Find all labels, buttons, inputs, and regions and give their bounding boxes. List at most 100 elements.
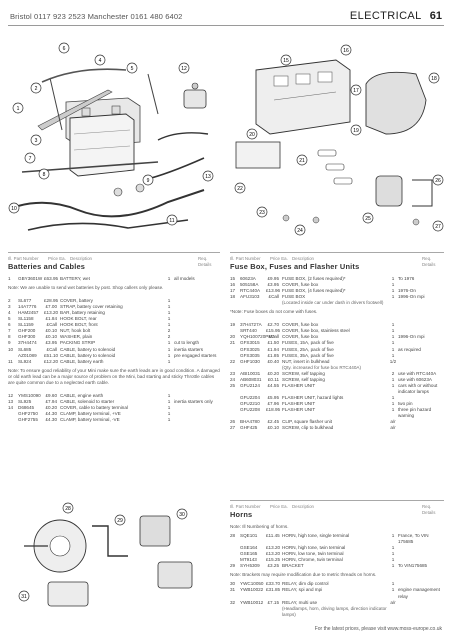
- callout-label-4: 4: [99, 58, 102, 64]
- callout-11: [166, 214, 178, 226]
- price: £7.94: [45, 398, 58, 404]
- part-number: RTC440A: [240, 288, 261, 294]
- description: HORN, high tone, twin terminal: [282, 545, 346, 551]
- ref-number: 6: [8, 322, 11, 328]
- price: £18.95: [266, 406, 281, 412]
- description: COVER, fuse box: [282, 322, 319, 328]
- price: £31.85: [266, 587, 281, 593]
- callouts-horns: 28 29 30 31: [18, 502, 188, 602]
- details: 1996-On mpi: [398, 334, 425, 340]
- ref-number: 16: [230, 282, 236, 288]
- price: £2.45: [267, 419, 280, 425]
- callout-label-12: 12: [181, 66, 187, 72]
- fusebox-diagram: 15 16 17 18 19 20 21 22 23 24 25 26 27: [226, 30, 446, 242]
- callout-7: [24, 152, 36, 164]
- page-header: ELECTRICAL 61: [350, 10, 442, 22]
- part-number: SYH5309: [240, 563, 260, 569]
- quantity: 1: [167, 310, 171, 316]
- callout-3: [30, 134, 42, 146]
- part-number: SL924: [18, 358, 32, 364]
- description: COVER, battery: [60, 298, 93, 304]
- callout-label-20: 20: [249, 132, 255, 138]
- callout-10: [8, 202, 20, 214]
- price: £0.20: [45, 404, 58, 410]
- callout-8: [38, 168, 50, 180]
- col-price: Price Ea.: [270, 504, 288, 509]
- col-price: Price Ea.: [270, 256, 288, 261]
- description: FLASHER UNIT, hazard lights: [282, 394, 344, 400]
- quantity: 1: [167, 392, 171, 398]
- callout-27: [432, 220, 444, 232]
- quantity: a/r: [390, 419, 396, 425]
- quantity: 1: [391, 346, 395, 352]
- callout-label-3: 3: [35, 138, 38, 144]
- callout-label-2: 2: [35, 86, 38, 92]
- part-number: D68645: [18, 404, 35, 410]
- ref-number: 11: [8, 358, 13, 364]
- ref-number: 13: [8, 398, 14, 404]
- details: cars with or without indicator lamps: [398, 382, 438, 394]
- header-rule: [8, 25, 444, 26]
- callout-label-6: 6: [63, 46, 66, 52]
- details: inertia starters only: [174, 398, 213, 404]
- price: £15.25: [266, 557, 281, 563]
- callout-label-5: 5: [131, 66, 134, 72]
- part-number: GSE165: [240, 551, 258, 557]
- callout-6: [58, 42, 70, 54]
- callout-label-11: 11: [169, 218, 174, 224]
- description: HOOK BOLT, rear: [60, 316, 97, 322]
- description: BRACKET: [282, 563, 304, 569]
- ref-number: 32: [230, 599, 236, 605]
- ref-number: 26: [230, 419, 236, 425]
- quantity: 1: [167, 276, 171, 282]
- col-ref-part: Ill. Part Number: [230, 256, 261, 261]
- description: (Qty. increased for fuse box RTC440A): [282, 364, 361, 370]
- callout-label-15: 15: [283, 58, 289, 64]
- description: HORN, low tone, twin terminal: [282, 551, 344, 557]
- part-number: AFU3103: [240, 294, 260, 300]
- ref-number: 12: [8, 392, 14, 398]
- price: £4.30: [45, 410, 58, 416]
- quantity: 1: [391, 276, 395, 282]
- quantity: 1: [391, 340, 395, 346]
- description: HORN, Chrome, twin terminal: [282, 557, 343, 563]
- quantity: 1: [167, 298, 171, 304]
- description: CLAMP, battery terminal, +VE: [60, 410, 121, 416]
- callout-12: [178, 62, 190, 74]
- part-number: GBY3601W: [18, 276, 43, 282]
- page-number: 61: [429, 10, 442, 22]
- price: £Call: [268, 294, 279, 300]
- quantity: 1: [167, 352, 171, 358]
- price: £1.85: [267, 352, 280, 358]
- callout-22: [234, 182, 246, 194]
- quantity: 1: [391, 545, 395, 551]
- details: To VIN175685: [398, 563, 428, 569]
- ref-number: 5: [8, 316, 11, 322]
- footer-note: For the latest prices, please visit www.…: [314, 626, 442, 632]
- part-number: AB608031: [240, 376, 262, 382]
- quantity: 1: [167, 316, 171, 322]
- callout-label-30: 30: [179, 512, 185, 518]
- description: CABLE, engine earth: [60, 392, 104, 398]
- price: £13.20: [44, 310, 59, 316]
- batteries-note-1: Note: We are unable to send wet batterie…: [8, 285, 164, 291]
- quantity: 1: [391, 557, 395, 563]
- description: RELAY, multi use: [282, 599, 318, 605]
- ref-number: 9: [8, 340, 11, 346]
- details: cut to length: [174, 340, 200, 346]
- ref-number: 7: [8, 328, 11, 334]
- price: £Call: [268, 334, 279, 340]
- description: CABLE, battery earth: [60, 358, 104, 364]
- price: £63.95: [44, 276, 59, 282]
- part-number: SL1159: [18, 322, 34, 328]
- callout-label-23: 23: [259, 210, 265, 216]
